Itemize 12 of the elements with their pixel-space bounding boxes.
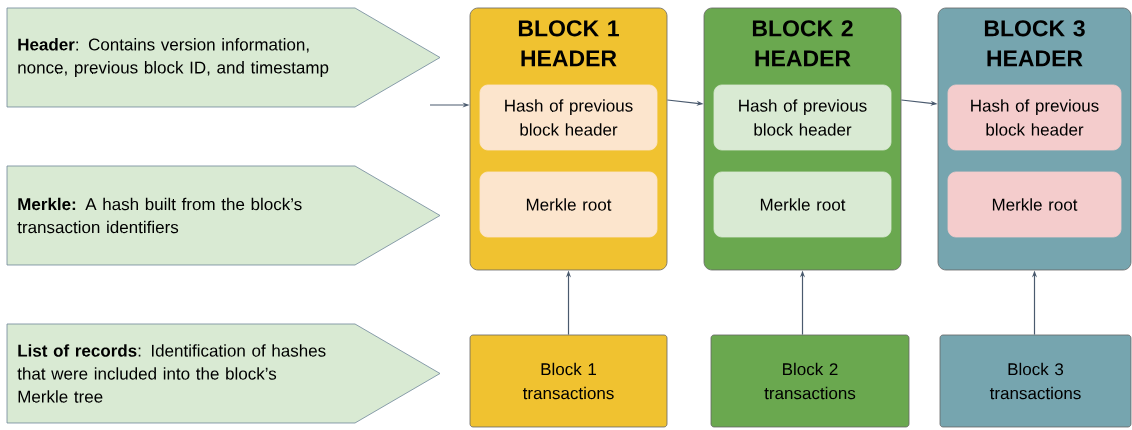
hash-field-box: Hash of previous block header <box>713 84 892 151</box>
transactions-box: Block 2 transactions <box>710 334 910 428</box>
hash-field-box: Hash of previous block header <box>947 84 1122 151</box>
description-arrow-box: List of records: Identification of hashes that were included into the block’s Merkle tree <box>6 323 441 424</box>
hash-field-box: Merkle root <box>479 171 658 238</box>
hash-field-box: Merkle root <box>947 171 1122 238</box>
transactions-box: Block 3 transactions <box>939 334 1132 428</box>
description-arrow-box: Header: Contains version information, nonce, previous block ID, and timestamp <box>6 7 441 108</box>
hash-field-box: Merkle root <box>713 171 892 238</box>
description-arrow-box: Merkle: A hash built from the block’s transaction identifiers <box>6 165 441 266</box>
transactions-box: Block 1 transactions <box>469 334 668 428</box>
hash-field-box: Hash of previous block header <box>479 84 658 151</box>
